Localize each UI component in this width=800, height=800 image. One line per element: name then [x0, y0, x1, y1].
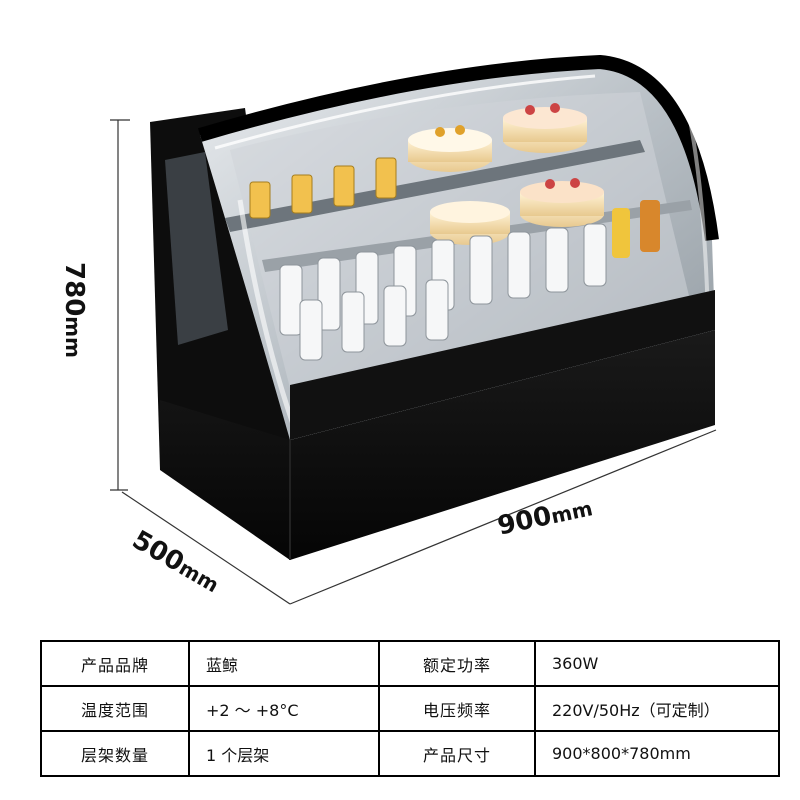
depth-line	[121, 491, 291, 605]
lower-cakes	[430, 178, 604, 245]
shelf-count-label: 层架数量	[40, 730, 190, 777]
table-row: 温度范围 +2 ～ +8°C 电压频率 220V/50Hz（可定制）	[40, 685, 780, 732]
table-row: 层架数量 1 个层架 产品尺寸 900*800*780mm	[40, 730, 780, 777]
spec-table: 产品品牌 蓝鲸 额定功率 360W 温度范围 +2 ～ +8°C 电压频率 22…	[40, 640, 780, 777]
power-label: 额定功率	[378, 640, 536, 687]
temperature-label: 温度范围	[40, 685, 190, 732]
upper-shelf	[225, 140, 645, 232]
voltage-label: 电压频率	[378, 685, 536, 732]
upper-cakes	[408, 103, 587, 172]
juice-bottles	[612, 200, 660, 258]
shelf-count-value: 1 个层架	[188, 730, 380, 777]
upper-bottles	[249, 157, 397, 219]
display-cabinet-drawing	[110, 54, 719, 605]
brand-label: 产品品牌	[40, 640, 190, 687]
cabinet-base	[160, 330, 715, 560]
table-row: 产品品牌 蓝鲸 额定功率 360W	[40, 640, 780, 687]
size-label: 产品尺寸	[378, 730, 536, 777]
side-window	[165, 152, 228, 345]
size-value: 900*800*780mm	[534, 730, 780, 777]
product-illustration: 780mm 500mm 900mm	[59, 54, 719, 605]
brand-value: 蓝鲸	[188, 640, 380, 687]
height-dimension-label: 780mm	[59, 262, 89, 358]
voltage-value: 220V/50Hz（可定制）	[534, 685, 780, 732]
power-value: 360W	[534, 640, 780, 687]
width-line	[289, 429, 717, 605]
lower-bottles	[279, 223, 607, 361]
dimension-lines	[110, 119, 717, 605]
temperature-value: +2 ～ +8°C	[188, 685, 380, 732]
